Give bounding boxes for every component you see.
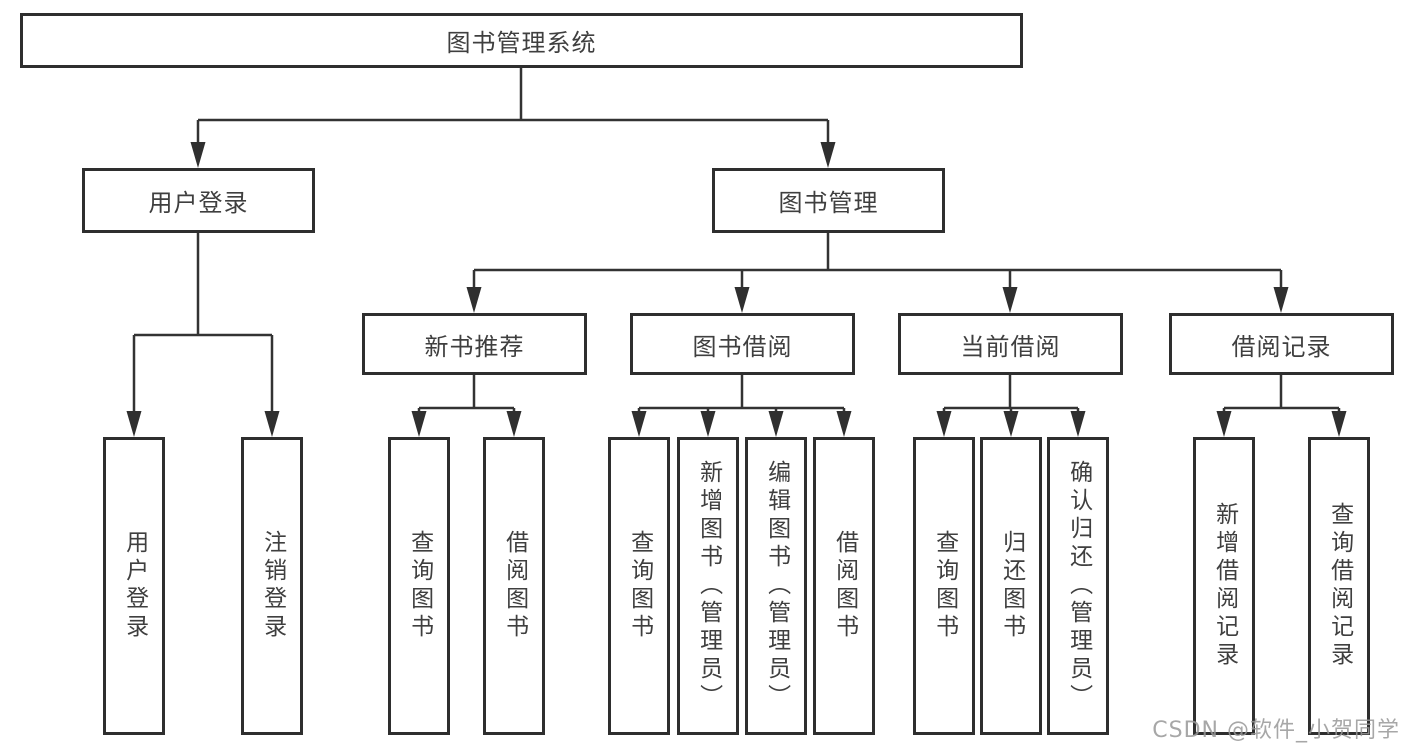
leaf-label: 用户登录 (121, 530, 148, 642)
leaf-label: 借阅图书 (831, 530, 858, 642)
leaf-query-books-borrow: 查询图书 (608, 437, 670, 735)
leaf-query-books-recommend: 查询图书 (388, 437, 450, 735)
leaf-label: 编辑图书（管理员） (763, 460, 790, 712)
leaf-edit-books-admin: 编辑图书（管理员） (745, 437, 807, 735)
leaf-label: 查询借阅记录 (1326, 502, 1353, 670)
csdn-watermark: CSDN @软件_小贺同学 (1152, 718, 1400, 743)
leaf-label: 借阅图书 (501, 530, 528, 642)
node-user-login: 用户登录 (82, 168, 315, 233)
leaf-borrow-books: 借阅图书 (813, 437, 875, 735)
leaf-return-books: 归还图书 (980, 437, 1042, 735)
leaf-label: 新增借阅记录 (1211, 502, 1238, 670)
node-new-book-recommendation: 新书推荐 (362, 313, 587, 375)
leaf-user-login: 用户登录 (103, 437, 165, 735)
leaf-add-borrow-record: 新增借阅记录 (1193, 437, 1255, 735)
leaf-label: 归还图书 (998, 530, 1025, 642)
leaf-label: 查询图书 (406, 530, 433, 642)
node-borrowing-records: 借阅记录 (1169, 313, 1394, 375)
leaf-confirm-return-admin: 确认归还（管理员） (1047, 437, 1109, 735)
node-book-borrowing: 图书借阅 (630, 313, 855, 375)
leaf-add-books-admin: 新增图书（管理员） (677, 437, 739, 735)
leaf-borrow-books-recommend: 借阅图书 (483, 437, 545, 735)
node-current-borrowing: 当前借阅 (898, 313, 1123, 375)
leaf-query-books-current: 查询图书 (913, 437, 975, 735)
node-book-management: 图书管理 (712, 168, 945, 233)
leaf-label: 查询图书 (931, 530, 958, 642)
leaf-label: 注销登录 (259, 530, 286, 642)
leaf-label: 查询图书 (626, 530, 653, 642)
node-library-management-system: 图书管理系统 (20, 13, 1023, 68)
leaf-logout: 注销登录 (241, 437, 303, 735)
leaf-label: 确认归还（管理员） (1065, 460, 1092, 712)
leaf-label: 新增图书（管理员） (695, 460, 722, 712)
leaf-query-borrow-record: 查询借阅记录 (1308, 437, 1370, 735)
